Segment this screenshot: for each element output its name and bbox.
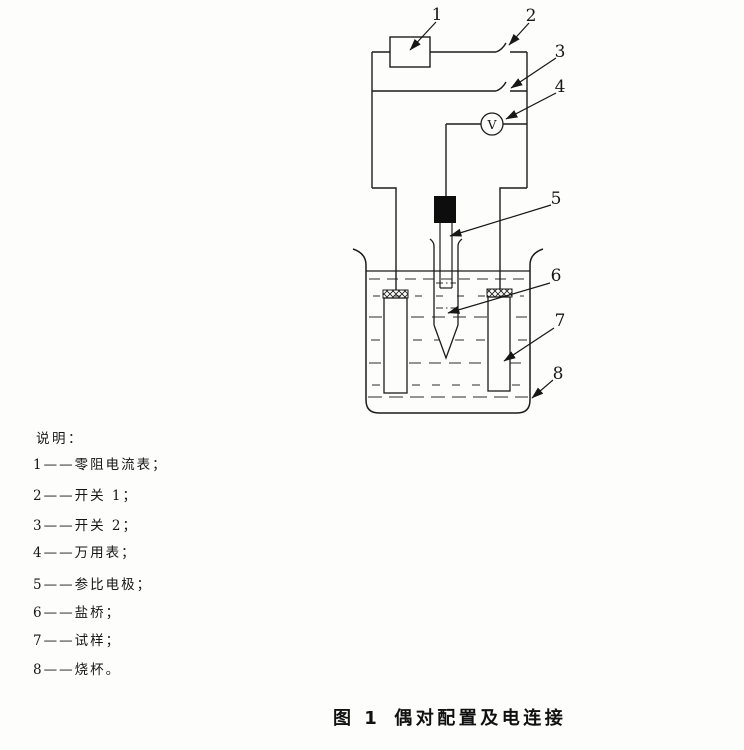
callout-8: 8 (553, 364, 564, 384)
callout-6: 6 (551, 266, 562, 286)
callout-7: 7 (555, 311, 566, 331)
callout-1: 1 (432, 5, 443, 25)
leader-8 (531, 379, 554, 399)
callout-2: 2 (526, 6, 537, 26)
legend-heading: 说明： (36, 431, 84, 447)
voltmeter-label: V (486, 117, 497, 132)
specimen-left (383, 297, 408, 394)
switch-1-blade (495, 42, 507, 53)
callout-numbers: 1 2 3 4 5 6 7 8 (432, 5, 566, 384)
figure-diagram: V 1 2 3 4 5 6 7 8 (352, 5, 566, 414)
legend-item: 1——零阻电流表； (33, 457, 168, 473)
leader-2 (508, 22, 530, 46)
leader-7 (503, 327, 555, 362)
callout-5: 5 (551, 189, 562, 209)
leader-3 (510, 57, 557, 89)
ammeter-box (389, 36, 431, 68)
clamp-left (382, 289, 409, 299)
legend-item: 7——试样； (33, 633, 122, 649)
electrode-cap (434, 196, 456, 223)
voltmeter-icon: V (480, 112, 504, 136)
legend-item: 2——开关 1； (33, 488, 138, 504)
leader-1 (409, 21, 437, 51)
callout-3: 3 (555, 42, 566, 62)
circuit-wires (371, 51, 528, 290)
legend-item: 5——参比电极； (33, 577, 153, 593)
legend-item: 3——开关 2； (33, 518, 138, 534)
beaker (352, 248, 544, 414)
figure-number: 图 1 (333, 708, 381, 729)
specimen-right (487, 296, 511, 392)
reference-electrode (434, 196, 456, 289)
leader-5 (449, 204, 552, 237)
legend-item: 4——万用表； (33, 545, 137, 561)
switch-2-blade (495, 81, 507, 92)
figure-caption: 图 1 偶对配置及电连接 (333, 704, 566, 730)
figure-title: 偶对配置及电连接 (394, 708, 567, 729)
legend-item: 8——烧杯。 (33, 662, 122, 678)
leader-4 (505, 92, 557, 120)
leader-6 (447, 282, 551, 314)
callout-leaders (409, 21, 557, 399)
legend-item: 6——盐桥； (33, 605, 122, 621)
callout-4: 4 (555, 77, 566, 97)
